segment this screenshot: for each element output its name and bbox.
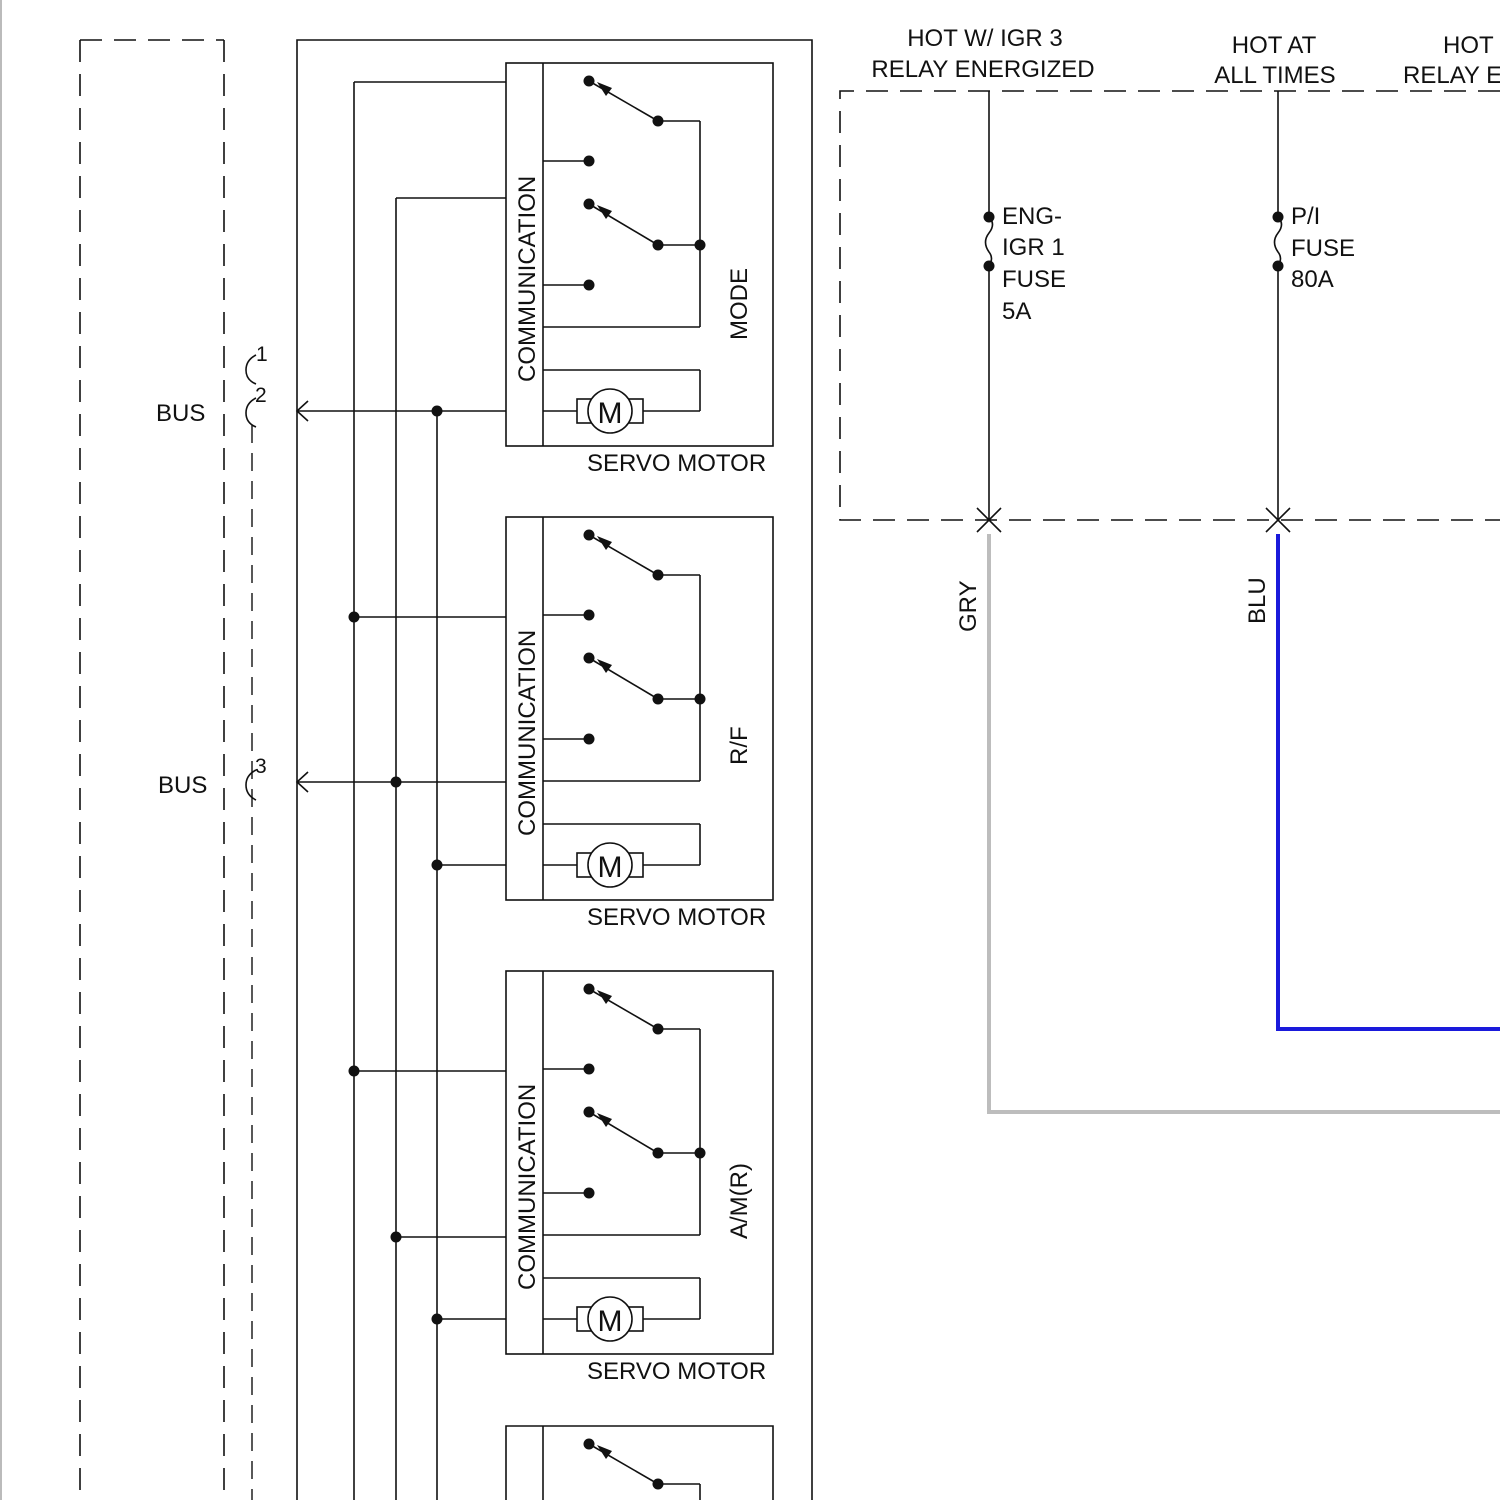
wire-blu: BLU	[1244, 534, 1500, 1029]
fuse-1-line3: FUSE	[1002, 266, 1066, 293]
wire-gry: GRY	[955, 534, 1500, 1112]
motor-letter: M	[598, 851, 623, 884]
wire-gry-label: GRY	[955, 580, 982, 632]
left-ecu-outline	[80, 40, 252, 1500]
fuse-1-line1: ENG-	[1002, 203, 1062, 230]
bus-connector-1-2: 1 2 BUS	[156, 343, 268, 427]
fuse-eng-igr1: ENG- IGR 1 FUSE 5A	[977, 91, 1066, 532]
communication-label: COMMUNICATION	[514, 630, 541, 836]
fuse-pi: P/I FUSE 80A	[1266, 91, 1355, 532]
servo-module-partial	[506, 1426, 773, 1500]
bus-lines	[297, 82, 506, 1500]
bus-label-top: BUS	[156, 400, 205, 427]
servo-module-amr: COMMUNICATION M A/M(R) SERVO MOTOR	[506, 971, 773, 1385]
servo-motor-caption: SERVO MOTOR	[587, 1358, 766, 1385]
communication-label: COMMUNICATION	[514, 1084, 541, 1290]
communication-label: COMMUNICATION	[514, 176, 541, 382]
servo-motor-caption: SERVO MOTOR	[587, 450, 766, 477]
motor-letter: M	[598, 397, 623, 430]
function-label: MODE	[726, 268, 753, 340]
power-source-labels: HOT W/ IGR 3 RELAY ENERGIZED HOT AT ALL …	[871, 25, 1500, 89]
wire-blu-label: BLU	[1244, 577, 1271, 624]
wire-blu-path	[1278, 534, 1500, 1029]
pin-2-label: 2	[255, 384, 267, 407]
motor-letter: M	[598, 1305, 623, 1338]
power-source-2-line1: HOT AT	[1232, 32, 1317, 59]
power-source-1-line2: RELAY ENERGIZED	[871, 56, 1094, 83]
power-source-1-line1: HOT W/ IGR 3	[907, 25, 1063, 52]
function-label: A/M(R)	[726, 1163, 753, 1239]
power-source-2-line2: ALL TIMES	[1214, 62, 1335, 89]
power-source-3-line1: HOT	[1443, 32, 1494, 59]
fuse-1-line4: 5A	[1002, 298, 1031, 325]
function-label: R/F	[726, 726, 753, 765]
servo-motor-caption: SERVO MOTOR	[587, 904, 766, 931]
bus-label-bottom: BUS	[158, 772, 207, 799]
servo-assembly-outline	[297, 40, 812, 1500]
servo-module-rf: COMMUNICATION M R/F SERVO MOTOR	[506, 517, 773, 931]
servo-module-mode: COMMUNICATION M MODE SERVO MOTOR	[506, 63, 773, 477]
fuse-2-line2: FUSE	[1291, 235, 1355, 262]
fuse-1-line2: IGR 1	[1002, 234, 1065, 261]
junction-block-outline	[840, 91, 1500, 520]
fuse-2-line1: P/I	[1291, 203, 1320, 230]
power-source-3-line2: RELAY E	[1403, 62, 1500, 89]
bus-connector-3: 3 BUS	[158, 755, 267, 800]
fuse-2-line3: 80A	[1291, 266, 1334, 293]
pin-1-label: 1	[256, 343, 268, 366]
pin-3-label: 3	[255, 755, 267, 778]
